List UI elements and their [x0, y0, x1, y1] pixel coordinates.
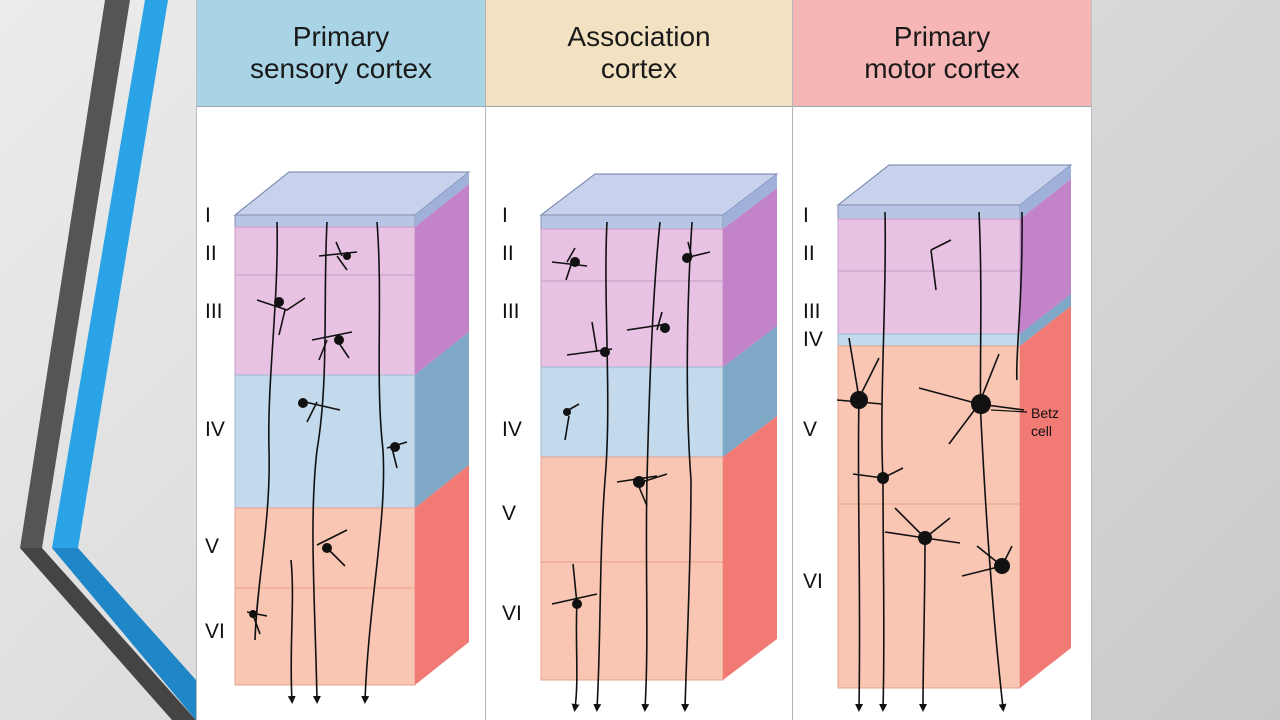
neurons: [246, 221, 408, 704]
layer-I: [234, 214, 416, 228]
cell-bodies: [850, 391, 1010, 574]
side-II-III: [1020, 179, 1071, 334]
layer-label: IV: [205, 418, 225, 441]
slide-decoration: [20, 0, 196, 720]
association-layer-labels: I II III IV V VI: [502, 204, 522, 625]
sensory-layer-labels: I II III IV V VI: [205, 204, 225, 643]
layer-label: V: [803, 418, 817, 441]
cell-bodies: [563, 253, 692, 609]
layer-label: II: [803, 242, 815, 265]
layer-blocks: I II III IV V VI I II III IV V VI I II I…: [205, 164, 1073, 712]
layer-VI: [540, 561, 724, 681]
layer-label: II: [502, 242, 514, 265]
layer-III: [837, 270, 1021, 335]
layer-label: III: [205, 300, 223, 323]
header-line-1: Association: [567, 21, 711, 52]
layer-V: [837, 345, 1021, 505]
motor-layer-labels: I II III IV V VI: [803, 204, 823, 593]
side-I: [1020, 165, 1071, 219]
panel-header: Primary motor cortex: [793, 0, 1091, 107]
layer-label: I: [803, 204, 809, 227]
layer-label: IV: [803, 328, 823, 351]
layer-label: V: [205, 535, 219, 558]
side-II-III: [723, 188, 777, 367]
side-IV: [1020, 294, 1071, 346]
dark-gray-lower-stripe: [20, 548, 196, 720]
layer-VI: [234, 587, 416, 686]
header-line-2: sensory cortex: [249, 53, 433, 84]
side-V-VI: [723, 416, 777, 680]
motor-block: [836, 164, 1073, 712]
side-IV: [723, 326, 777, 457]
layer-II: [837, 218, 1021, 272]
layer-label: VI: [502, 602, 522, 625]
layer-label: II: [205, 242, 217, 265]
side-I: [415, 172, 469, 227]
layer-label: VI: [205, 620, 225, 643]
header-line-1: Primary: [292, 21, 390, 52]
layer-label: I: [502, 204, 508, 227]
layer-I: [837, 204, 1021, 220]
panel-header: Association cortex: [486, 0, 792, 107]
layer-label: I: [205, 204, 211, 227]
layer-IV: [837, 333, 1021, 347]
layer-V: [540, 456, 724, 563]
blue-stripe: [52, 0, 168, 548]
layer-IV: [540, 366, 724, 458]
layer-label: III: [502, 300, 520, 323]
betz-cell-label-line1: Betz: [1031, 405, 1059, 421]
layer-label: IV: [502, 418, 522, 441]
side-IV: [415, 332, 469, 508]
header-line-2: cortex: [600, 53, 678, 84]
blue-lower-stripe: [52, 548, 196, 720]
header-line-1: Primary: [893, 21, 991, 52]
dark-gray-stripe: [20, 0, 130, 548]
layer-IV: [234, 374, 416, 509]
betz-pointer: [990, 409, 1028, 413]
side-II-III: [415, 184, 469, 375]
cell-bodies: [249, 252, 400, 618]
layer-label: VI: [803, 570, 823, 593]
side-V-VI: [1020, 306, 1071, 688]
side-I: [723, 174, 777, 229]
sensory-block: [233, 171, 471, 704]
layer-label: III: [803, 300, 821, 323]
header-line-2: motor cortex: [864, 53, 1020, 84]
layer-I: [540, 214, 724, 230]
panel-header: Primary sensory cortex: [197, 0, 485, 107]
layer-label: V: [502, 502, 516, 525]
association-block: [539, 173, 779, 712]
betz-cell-label-line2: cell: [1031, 423, 1052, 439]
cortex-layers-figure: Primary sensory cortex Association corte…: [196, 0, 1092, 720]
layer-III: [540, 280, 724, 368]
side-V-VI: [415, 465, 469, 685]
